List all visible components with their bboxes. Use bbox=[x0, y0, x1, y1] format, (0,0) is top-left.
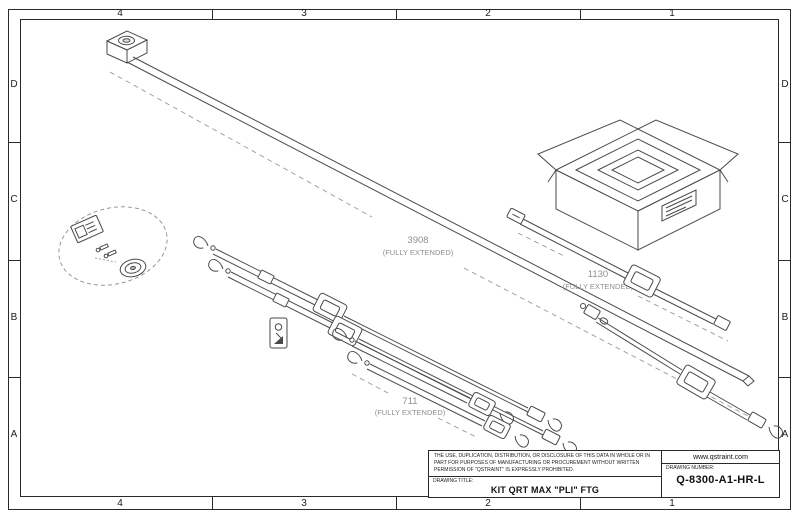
drawing-number-section: DRAWING NUMBER: Q-8300-A1-HR-L bbox=[662, 463, 779, 497]
zone-row-label: D bbox=[781, 79, 789, 90]
retractor-strap-drawing bbox=[506, 207, 731, 331]
inner-border bbox=[20, 19, 779, 497]
dim-box-strap bbox=[517, 232, 729, 342]
dim-box-strap-value: 1130 bbox=[588, 269, 608, 280]
zone-col-label: 4 bbox=[117, 8, 123, 19]
zone-tick bbox=[396, 497, 397, 509]
shipping-box-drawing bbox=[537, 119, 739, 251]
zone-row-label: B bbox=[781, 312, 789, 323]
zone-row-label: D bbox=[10, 79, 18, 90]
zone-tick bbox=[580, 497, 581, 509]
drawing-number: Q-8300-A1-HR-L bbox=[676, 474, 765, 486]
zone-tick bbox=[212, 9, 213, 19]
zone-row-label: B bbox=[10, 312, 18, 323]
drawing-number-label: DRAWING NUMBER: bbox=[666, 465, 715, 471]
legal-notice: THE USE, DUPLICATION, DISTRIBUTION, OR D… bbox=[434, 453, 651, 473]
zone-tick bbox=[580, 9, 581, 19]
zone-tick bbox=[8, 142, 20, 143]
zone-col-label: 1 bbox=[669, 8, 675, 19]
zone-col-label: 2 bbox=[485, 8, 491, 19]
zone-tick bbox=[779, 142, 791, 143]
title-block-right: www.qstraint.com DRAWING NUMBER: Q-8300-… bbox=[662, 451, 779, 497]
dim-short-strap bbox=[351, 373, 477, 438]
dim-rail bbox=[109, 71, 749, 417]
zone-row-label: C bbox=[781, 194, 789, 205]
rail-assembly-drawing bbox=[105, 30, 755, 387]
zone-row-label: A bbox=[10, 429, 18, 440]
zone-tick bbox=[212, 497, 213, 509]
outer-border bbox=[8, 9, 791, 510]
dim-rail-note: (FULLY EXTENDED) bbox=[383, 248, 454, 257]
tensioner-assembly-drawing bbox=[580, 303, 785, 441]
zone-col-label: 3 bbox=[301, 498, 307, 509]
zone-tick bbox=[8, 377, 20, 378]
zone-tick bbox=[396, 9, 397, 19]
dim-box-strap-note: (FULLY EXTENDED) bbox=[563, 282, 634, 291]
dim-short-strap-value: 711 bbox=[402, 396, 417, 407]
tiedown-straps-drawing bbox=[191, 234, 579, 457]
zone-col-label: 3 bbox=[301, 8, 307, 19]
zone-row-label: A bbox=[781, 429, 789, 440]
zone-col-label: 4 bbox=[117, 498, 123, 509]
zone-col-label: 1 bbox=[669, 498, 675, 509]
zone-tick bbox=[779, 377, 791, 378]
dim-short-strap-note: (FULLY EXTENDED) bbox=[375, 408, 446, 417]
dim-rail-value: 3908 bbox=[407, 235, 428, 246]
zone-col-label: 2 bbox=[485, 498, 491, 509]
title-block-left: THE USE, DUPLICATION, DISTRIBUTION, OR D… bbox=[429, 451, 662, 497]
bracket-part-drawing bbox=[269, 317, 288, 349]
drawing-title-label: DRAWING TITLE: bbox=[433, 478, 474, 484]
zone-tick bbox=[8, 260, 20, 261]
website: www.qstraint.com bbox=[693, 454, 748, 461]
hardware-detail-drawing bbox=[58, 206, 168, 286]
drawing-title-section: DRAWING TITLE: KIT QRT MAX "PLI" FTG bbox=[429, 476, 661, 497]
title-block: THE USE, DUPLICATION, DISTRIBUTION, OR D… bbox=[428, 450, 780, 498]
zone-tick bbox=[779, 260, 791, 261]
drawing-title: KIT QRT MAX "PLI" FTG bbox=[490, 485, 600, 495]
zone-row-label: C bbox=[10, 194, 18, 205]
